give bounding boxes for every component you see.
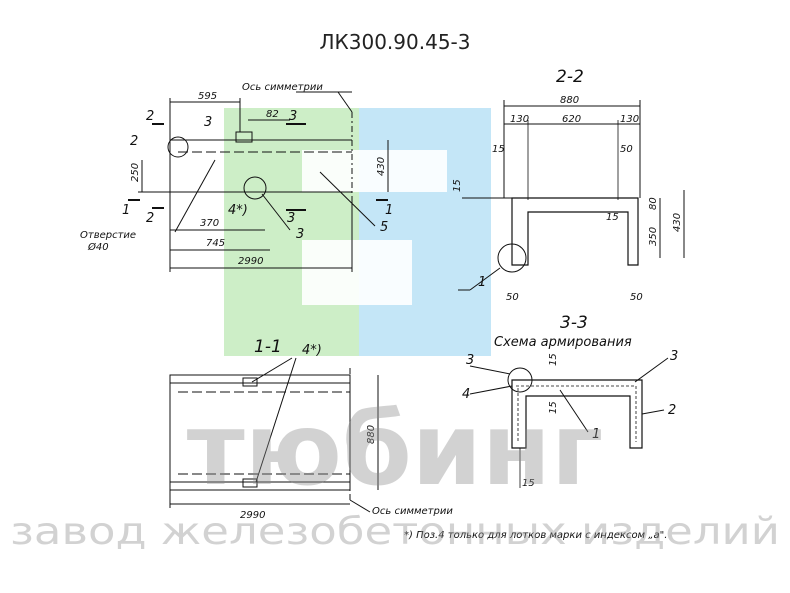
dim-50c-text: 50 bbox=[630, 292, 643, 303]
dim-50a-text: 50 bbox=[620, 144, 633, 155]
hole-label-2: Ø40 bbox=[87, 241, 109, 253]
plan-detail-circle bbox=[167, 136, 189, 158]
rebar-top bbox=[516, 385, 637, 442]
callout-1-left: 1 bbox=[122, 203, 130, 218]
leader-3-left bbox=[469, 365, 511, 375]
axis-label-11: Ось симметрии bbox=[372, 506, 453, 517]
callout-2-left: 2 bbox=[130, 134, 138, 149]
dim-250-text: 250 bbox=[130, 163, 141, 182]
leader-1-33 bbox=[559, 389, 589, 433]
dim-880-11-text: 880 bbox=[366, 425, 377, 444]
callout-1-right: 1 bbox=[385, 203, 393, 218]
callout-5: 5 bbox=[380, 220, 388, 235]
callout-2-top: 2 bbox=[146, 109, 154, 124]
dim-15b-33-text: 15 bbox=[548, 401, 559, 414]
section-1-1-loop-top bbox=[242, 377, 258, 387]
callout-4-plan: 4*) bbox=[228, 203, 248, 218]
dim-620-text: 620 bbox=[562, 114, 581, 125]
leader-1-22 bbox=[469, 267, 501, 291]
section-3-3-label: 3-3 bbox=[560, 313, 588, 333]
axis-label-plan: Ось симметрии bbox=[242, 82, 323, 93]
leader-3-hole bbox=[261, 193, 291, 231]
callout-1-22: 1 bbox=[478, 275, 486, 290]
section-1-1-label: 1-1 bbox=[254, 337, 282, 357]
callout-2-33: 2 bbox=[668, 403, 676, 418]
watermark-logo bbox=[224, 108, 491, 356]
dim-82-text: 82 bbox=[266, 109, 279, 120]
watermark-green-block bbox=[224, 108, 359, 356]
plan-view bbox=[128, 91, 389, 272]
callout-4-33: 4 bbox=[462, 387, 470, 402]
dim-350-text: 350 bbox=[648, 227, 659, 246]
leader-hole bbox=[174, 159, 216, 233]
callout-2-bottom: 2 bbox=[146, 211, 154, 226]
detail-circle-33 bbox=[507, 367, 533, 393]
leader-5 bbox=[319, 171, 376, 227]
section-3-3-outline bbox=[511, 379, 643, 449]
callout-3-loop: 3 bbox=[204, 115, 212, 130]
section-1-1-outline bbox=[169, 374, 351, 491]
callout-3-33-right: 3 bbox=[670, 349, 678, 364]
dim-130b-text: 130 bbox=[620, 114, 639, 125]
dim-595-text: 595 bbox=[198, 91, 217, 102]
dim-15a-33-text: 15 bbox=[548, 353, 559, 366]
dim-15a-text: 15 bbox=[492, 144, 505, 155]
section-2-2-label: 2-2 bbox=[556, 67, 584, 87]
section-2-2-outline bbox=[511, 197, 639, 266]
leader-3-right bbox=[634, 357, 669, 383]
plan-lifting-loop bbox=[235, 131, 253, 143]
detail-circle-22 bbox=[497, 243, 527, 273]
callout-1-33: 1 bbox=[592, 427, 600, 442]
callout-3-33-left: 3 bbox=[466, 353, 474, 368]
drawing-title: ЛК300.90.45-3 bbox=[319, 30, 471, 54]
watermark-cutout-bottom bbox=[302, 240, 412, 305]
dim-880-22-text: 880 bbox=[560, 95, 579, 106]
dim-745-text: 745 bbox=[206, 238, 225, 249]
callout-3-cut-bottom: 3 bbox=[287, 211, 295, 226]
callout-3-cut-top: 3 bbox=[289, 109, 297, 124]
section-1-1 bbox=[169, 357, 379, 513]
watermark-blue-block bbox=[359, 108, 491, 356]
leader-axis-11 bbox=[349, 499, 371, 513]
dim-130a-text: 130 bbox=[510, 114, 529, 125]
dim-15c-33-text: 15 bbox=[522, 478, 535, 489]
section-1-1-loop-bottom bbox=[242, 478, 258, 488]
section-2-2 bbox=[458, 100, 685, 291]
plan-hole-circle bbox=[243, 176, 267, 200]
watermark-subtitle: завод железобетонных изделий bbox=[10, 510, 780, 553]
watermark-title: тюбинг bbox=[187, 391, 603, 508]
dim-15b-text: 15 bbox=[452, 179, 463, 192]
leader-2-33 bbox=[641, 409, 665, 415]
leader-axis-2 bbox=[337, 91, 353, 113]
leader-4-top bbox=[251, 357, 293, 383]
dim-15c-text: 15 bbox=[606, 212, 619, 223]
watermark-cutout-top bbox=[302, 150, 447, 192]
leader-4-bottom bbox=[255, 357, 297, 483]
section-3-3-subtitle: Схема армирования bbox=[494, 335, 632, 350]
callout-3-hole: 3 bbox=[296, 227, 304, 242]
footnote: *) Поз.4 только для лотков марки с индек… bbox=[404, 530, 667, 541]
leader-4-33 bbox=[469, 385, 513, 395]
dim-430-22-text: 430 bbox=[672, 213, 683, 232]
dim-430-plan-text: 430 bbox=[376, 157, 387, 176]
section-3-3 bbox=[469, 357, 669, 488]
dim-2990-11-text: 2990 bbox=[240, 510, 265, 521]
callout-4-11: 4*) bbox=[302, 343, 322, 358]
dim-80-text: 80 bbox=[648, 197, 659, 210]
dim-50b-text: 50 bbox=[506, 292, 519, 303]
dim-370-text: 370 bbox=[200, 218, 219, 229]
dim-2990-text: 2990 bbox=[238, 256, 263, 267]
hole-label-1: Отверстие bbox=[80, 230, 136, 241]
